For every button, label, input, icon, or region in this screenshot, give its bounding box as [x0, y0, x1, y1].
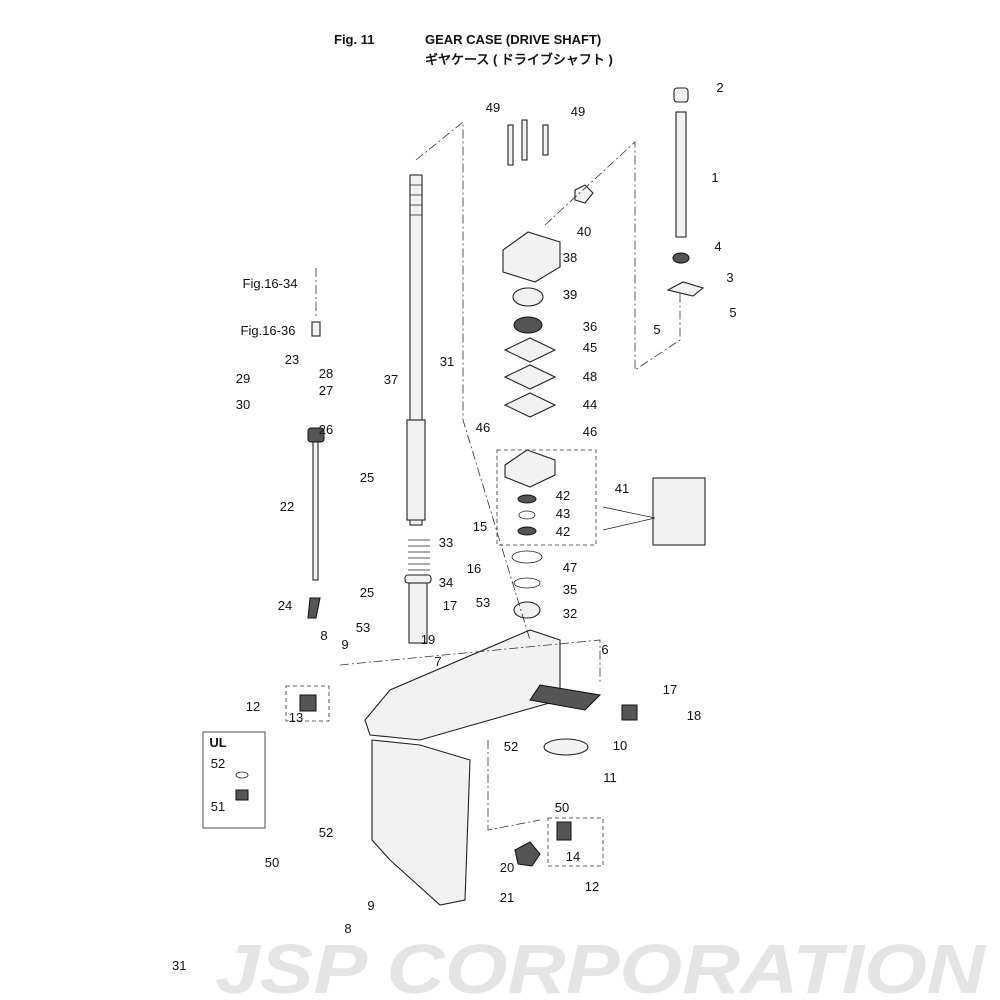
callout-48: 48 — [583, 369, 597, 384]
callout-29: 29 — [236, 371, 250, 386]
callout-34: 34 — [439, 575, 453, 590]
callout-26: 26 — [319, 422, 333, 437]
callout-49: 49 — [571, 104, 585, 119]
callout-44: 44 — [583, 397, 597, 412]
callout-25: 25 — [360, 585, 374, 600]
ul-box — [202, 731, 266, 829]
callout-36: 36 — [583, 319, 597, 334]
callout-27: 27 — [319, 383, 333, 398]
callout-3: 3 — [726, 270, 733, 285]
drive-shaft — [406, 174, 426, 526]
callout-9: 9 — [367, 898, 374, 913]
callout-17: 17 — [443, 598, 457, 613]
figure-title-en: GEAR CASE (DRIVE SHAFT) — [425, 32, 602, 47]
callout-22: 22 — [280, 499, 294, 514]
callout-50: 50 — [265, 855, 279, 870]
callout-19: 19 — [421, 632, 435, 647]
figure-title-jp: ギヤケース ( ドライブシャフト ) — [425, 52, 613, 67]
callout-49: 49 — [486, 100, 500, 115]
callout-40: 40 — [577, 224, 591, 239]
callout-8: 8 — [320, 628, 327, 643]
callout-45: 45 — [583, 340, 597, 355]
callout-38: 38 — [563, 250, 577, 265]
callout-46: 46 — [476, 420, 490, 435]
callout-2: 2 — [716, 80, 723, 95]
callout-42: 42 — [556, 524, 570, 539]
callout-4: 4 — [714, 239, 721, 254]
callout-15: 15 — [473, 519, 487, 534]
callout-21: 21 — [500, 890, 514, 905]
callout-10: 10 — [613, 738, 627, 753]
callout-16: 16 — [467, 561, 481, 576]
callout-31: 31 — [440, 354, 454, 369]
callout-8: 8 — [344, 921, 351, 936]
callout-5: 5 — [729, 305, 736, 320]
alignment-line — [415, 121, 531, 641]
callout-52: 52 — [319, 825, 333, 840]
callout-32: 32 — [563, 606, 577, 621]
callout-18: 18 — [687, 708, 701, 723]
alignment-line — [544, 141, 681, 371]
callout-50: 50 — [555, 800, 569, 815]
callout-6: 6 — [601, 642, 608, 657]
callout-42: 42 — [556, 488, 570, 503]
shift-rod — [307, 321, 325, 619]
callout-52: 52 — [504, 739, 518, 754]
callout-28: 28 — [319, 366, 333, 381]
detail-inset — [652, 477, 706, 546]
callout-53: 53 — [476, 595, 490, 610]
callout-17: 17 — [663, 682, 677, 697]
callout-43: 43 — [556, 506, 570, 521]
callout-35: 35 — [563, 582, 577, 597]
callout-5: 5 — [653, 322, 660, 337]
callout-fig-16-34: Fig.16-34 — [243, 276, 298, 291]
callout-51: 51 — [211, 799, 225, 814]
figure-number: Fig. 11 — [334, 32, 375, 47]
callout-46: 46 — [583, 424, 597, 439]
callout-52: 52 — [211, 756, 225, 771]
callout-ul: UL — [209, 735, 226, 750]
water-tube — [666, 87, 705, 297]
callout-37: 37 — [384, 372, 398, 387]
callout-20: 20 — [500, 860, 514, 875]
callout-25: 25 — [360, 470, 374, 485]
callout-fig-16-36: Fig.16-36 — [241, 323, 296, 338]
callout-30: 30 — [236, 397, 250, 412]
callout-12: 12 — [246, 699, 260, 714]
callout-9: 9 — [341, 637, 348, 652]
callout-1: 1 — [711, 170, 718, 185]
callout-7: 7 — [434, 654, 441, 669]
callout-13: 13 — [289, 710, 303, 725]
callout-41: 41 — [615, 481, 629, 496]
callout-53: 53 — [356, 620, 370, 635]
callout-39: 39 — [563, 287, 577, 302]
water-pump-assembly — [496, 119, 597, 619]
callout-23: 23 — [285, 352, 299, 367]
callout-33: 33 — [439, 535, 453, 550]
callout-11: 11 — [603, 770, 617, 785]
watermark: JSP CORPORATION — [215, 930, 987, 1000]
page-number: 31 — [172, 958, 187, 973]
gear-case — [285, 629, 638, 906]
callout-47: 47 — [563, 560, 577, 575]
spring-and-sleeve — [404, 539, 432, 644]
callout-24: 24 — [278, 598, 292, 613]
callout-12: 12 — [585, 879, 599, 894]
callout-14: 14 — [566, 849, 580, 864]
